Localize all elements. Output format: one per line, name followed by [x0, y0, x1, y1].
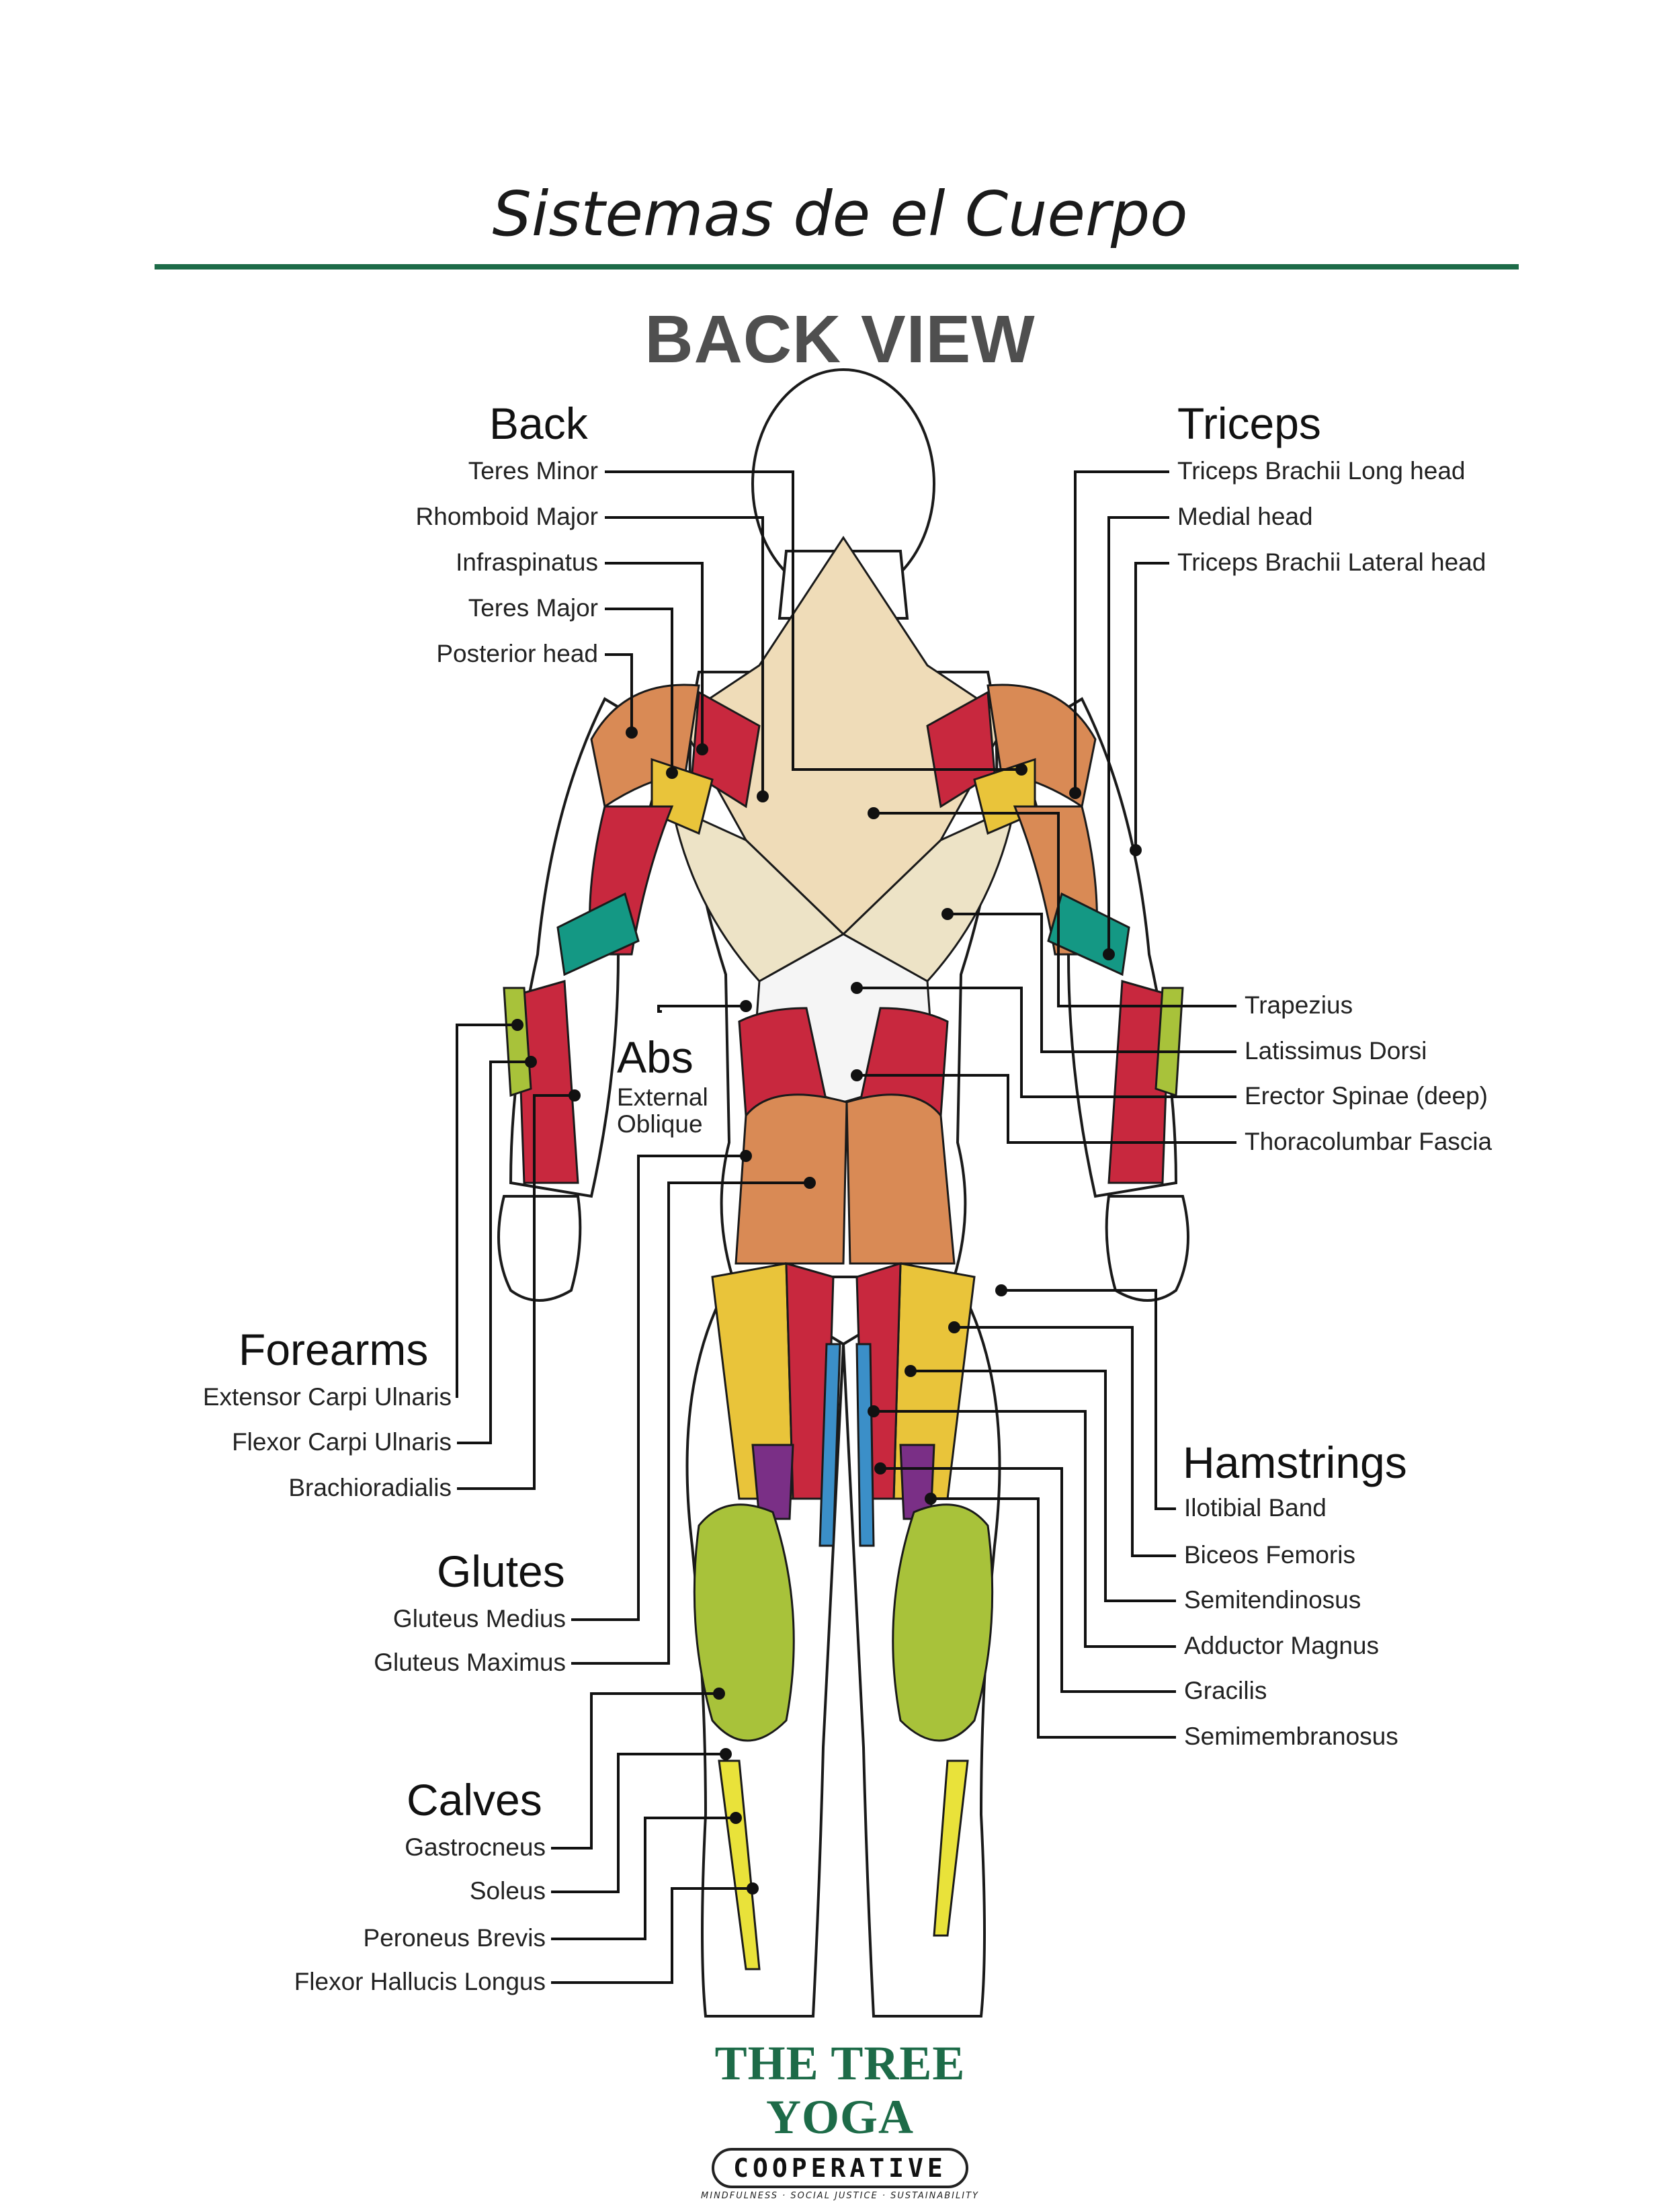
label-thoracolumbar-fascia: Thoracolumbar Fascia — [1245, 1128, 1493, 1155]
forearm-right — [1107, 980, 1171, 1184]
peroneus-left — [718, 1759, 761, 1970]
logo-line2: COOPERATIVE — [712, 2148, 968, 2188]
label-biceos-femoris: Biceos Femoris — [1184, 1541, 1355, 1569]
label-teres-minor: Teres Minor — [468, 457, 598, 485]
label-gluteus-maximus: Gluteus Maximus — [374, 1649, 566, 1676]
gastrocnemius-left — [693, 1503, 795, 1742]
label-brachioradialis: Brachioradialis — [288, 1474, 452, 1501]
label-triceps-lateral-head: Triceps Brachii Lateral head — [1177, 548, 1486, 576]
label-latissimus-dorsi: Latissimus Dorsi — [1245, 1037, 1427, 1065]
group-title-hamstrings: Hamstrings — [1183, 1438, 1407, 1487]
label-flexor-hallucis-longus: Flexor Hallucis Longus — [294, 1968, 546, 1995]
adductor-purple-left — [751, 1444, 794, 1520]
logo-tagline: MINDFULNESS · SOCIAL JUSTICE · SUSTAINAB… — [701, 2191, 979, 2201]
label-gluteus-medius: Gluteus Medius — [392, 1605, 566, 1632]
deltoid-right — [986, 683, 1097, 808]
label-triceps-long-head: Triceps Brachii Long head — [1177, 457, 1466, 485]
label-gracilis: Gracilis — [1184, 1677, 1267, 1704]
label-medial-head: Medial head — [1177, 503, 1313, 530]
right-hand — [1105, 1195, 1189, 1302]
gastrocnemius-right — [892, 1503, 994, 1742]
leader-dots — [511, 726, 1142, 1895]
leader-lines — [456, 470, 1236, 1984]
gluteus-maximus-left — [734, 1093, 848, 1265]
logo: THE TREE YOGA COOPERATIVE MINDFULNESS · … — [672, 2036, 1008, 2201]
label-flexor-carpi-ulnaris: Flexor Carpi Ulnaris — [232, 1428, 452, 1456]
gracilis-right — [855, 1343, 875, 1547]
label-semimembranosus: Semimembranosus — [1184, 1722, 1398, 1750]
label-ilotibial-band: Ilotibial Band — [1184, 1494, 1327, 1522]
page-title: Sistemas de el Cuerpo — [492, 178, 1188, 250]
teal-band-left — [556, 892, 640, 977]
gracilis-left — [818, 1343, 841, 1547]
label-extensor-carpi-ulnaris: Extensor Carpi Ulnaris — [202, 1383, 452, 1411]
abs-subtitle-line1: External — [617, 1083, 708, 1111]
label-trapezius: Trapezius — [1245, 991, 1353, 1019]
gluteus-maximus-right — [845, 1093, 956, 1265]
group-title-back: Back — [489, 399, 588, 448]
oblique-right — [859, 1007, 949, 1117]
label-adductor-magnus: Adductor Magnus — [1184, 1632, 1380, 1659]
group-title-forearms: Forearms — [239, 1325, 429, 1374]
forearm-left — [516, 980, 579, 1184]
group-title-calves: Calves — [407, 1775, 542, 1825]
label-rhomboid-major: Rhomboid Major — [415, 503, 598, 530]
label-infraspinatus: Infraspinatus — [456, 548, 598, 576]
logo-line1: THE TREE YOGA — [714, 2036, 966, 2144]
oblique-left — [738, 1007, 828, 1117]
label-posterior-head: Posterior head — [436, 640, 598, 667]
label-gastrocneus: Gastrocneus — [405, 1833, 546, 1861]
group-title-glutes: Glutes — [437, 1546, 565, 1596]
label-soleus: Soleus — [469, 1877, 546, 1905]
forearm-left-olive — [503, 987, 532, 1097]
label-peroneus-brevis: Peroneus Brevis — [363, 1924, 546, 1952]
group-title-abs: Abs — [617, 1032, 694, 1082]
peroneus-right — [933, 1759, 969, 1937]
label-teres-major: Teres Major — [468, 594, 598, 622]
forearm-right-olive — [1154, 987, 1184, 1097]
label-erector-spinae: Erector Spinae (deep) — [1245, 1082, 1488, 1110]
left-hand — [497, 1195, 582, 1302]
abs-subtitle-line2: Oblique — [617, 1110, 703, 1138]
label-semitendinosus: Semitendinosus — [1184, 1586, 1361, 1614]
view-subtitle: BACK VIEW — [644, 302, 1036, 377]
muscle-fills — [503, 536, 1184, 1970]
title-divider — [155, 264, 1519, 269]
group-title-triceps: Triceps — [1177, 399, 1321, 448]
